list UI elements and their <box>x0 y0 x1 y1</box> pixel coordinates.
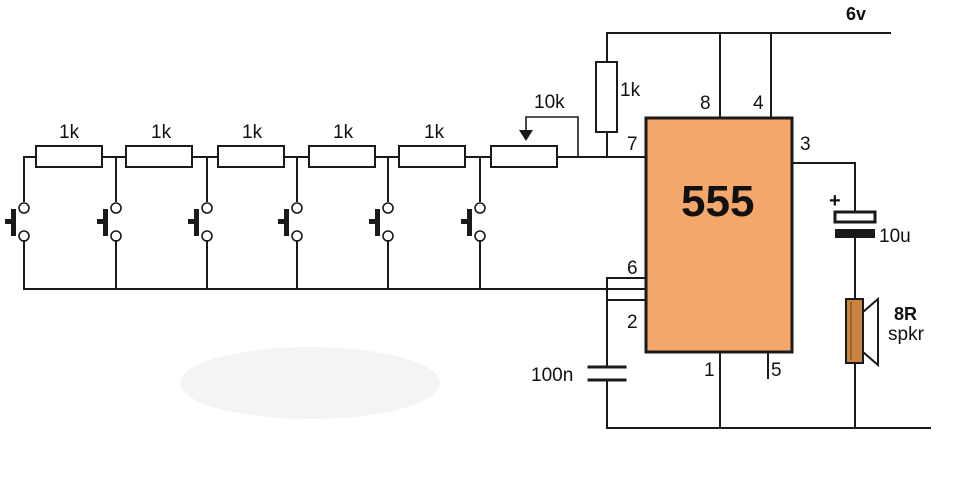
push-button-3 <box>188 202 213 242</box>
ladder-label-2: 1k <box>151 122 172 143</box>
output-capacitor-polarity: + <box>829 190 841 212</box>
pot-label: 10k <box>534 92 565 113</box>
pin-7-label: 7 <box>627 134 638 155</box>
pot-wiper-wire <box>525 116 579 157</box>
pullup-resistor <box>595 61 618 133</box>
ladder-taps <box>23 156 481 202</box>
ladder-resistor-1 <box>35 145 103 168</box>
ladder-resistor-3 <box>217 145 285 168</box>
ladder-label-1: 1k <box>59 122 80 143</box>
ladder-label-3: 1k <box>242 122 263 143</box>
pot-wiper-arrow <box>519 130 533 141</box>
pin-8-label: 8 <box>700 93 711 114</box>
trigger-threshold-wires <box>606 277 647 366</box>
output-wire <box>791 162 856 429</box>
speaker-name-label: spkr <box>888 324 925 345</box>
ground-rail <box>606 351 931 429</box>
timer-chip-label: 555 <box>681 177 754 226</box>
ladder-label-5: 1k <box>424 122 445 143</box>
pin-4-label: 4 <box>753 93 764 114</box>
timing-capacitor <box>587 365 627 429</box>
ladder-label-4: 1k <box>333 122 354 143</box>
push-button-5 <box>369 202 394 242</box>
speaker-icon <box>845 296 879 368</box>
push-button-6 <box>461 202 486 242</box>
pin-6-label: 6 <box>627 258 638 279</box>
push-button-1 <box>5 202 30 242</box>
background-smudge <box>180 347 440 419</box>
speaker-value-label: 8R <box>894 304 917 324</box>
pullup-resistor-label: 1k <box>620 80 641 101</box>
pin-5-label: 5 <box>771 360 782 381</box>
potentiometer <box>490 145 558 168</box>
supply-label: 6v <box>846 4 866 24</box>
push-button-2 <box>97 202 122 242</box>
ladder-resistor-4 <box>308 145 376 168</box>
supply-rail <box>606 32 891 119</box>
button-bottom-wires <box>23 240 647 290</box>
timer-chip-body <box>644 116 794 354</box>
timing-capacitor-label: 100n <box>531 365 573 386</box>
ladder-resistor-2 <box>125 145 193 168</box>
pin-1-label: 1 <box>704 360 715 381</box>
pin-3-label: 3 <box>800 134 811 155</box>
pin-2-label: 2 <box>627 312 638 333</box>
push-button-4 <box>278 202 303 242</box>
ladder-resistor-5 <box>398 145 466 168</box>
output-capacitor-label: 10u <box>879 226 911 247</box>
output-capacitor <box>833 210 877 238</box>
